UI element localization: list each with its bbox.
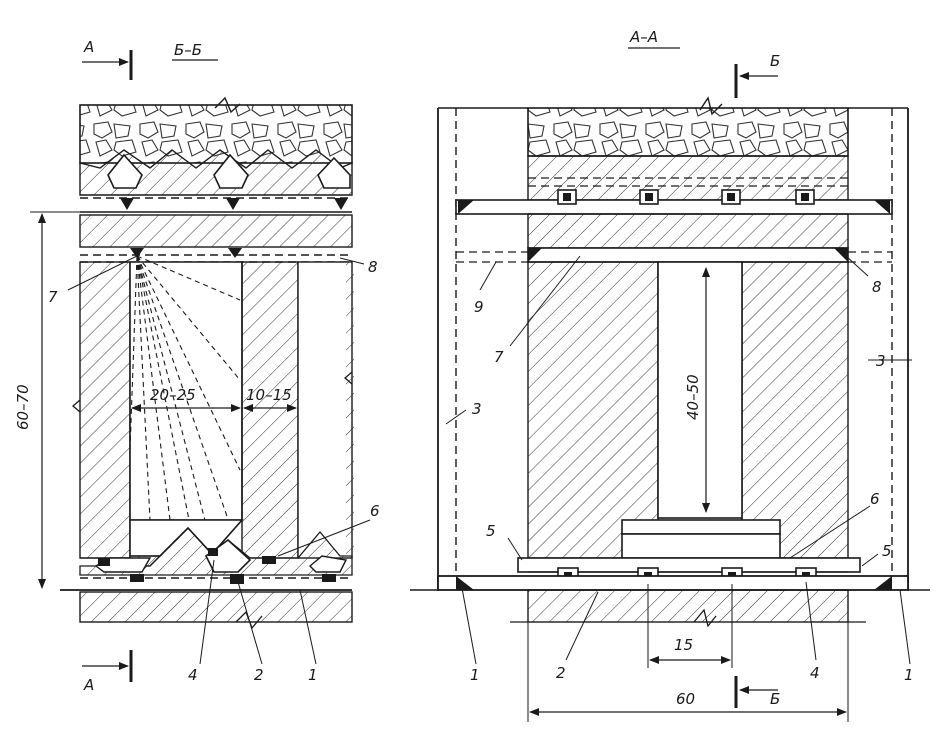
support-block xyxy=(874,200,890,214)
right-section-view: 40–50 15 60 xyxy=(410,28,930,722)
label-6: 6 xyxy=(870,490,880,508)
raise xyxy=(657,261,743,519)
leader-6 xyxy=(789,505,871,559)
rib-pillar-left xyxy=(79,261,131,559)
support-block xyxy=(456,576,474,590)
leader-9 xyxy=(479,261,497,291)
sill-pillar xyxy=(79,591,353,623)
broken-ore-zone xyxy=(527,107,849,157)
raise-base-upper xyxy=(621,519,781,535)
leader-3-left xyxy=(445,409,467,425)
break-mark xyxy=(693,608,717,628)
cut-marker-top: А xyxy=(83,38,94,56)
right-edge-rock xyxy=(346,262,354,558)
support-block xyxy=(458,200,474,214)
leader-8 xyxy=(845,255,869,277)
pillar-left xyxy=(527,261,659,559)
upper-chutes xyxy=(557,189,815,205)
leader-1-right xyxy=(899,589,911,665)
label-5-right: 5 xyxy=(882,542,892,560)
cut-marker-top: Б xyxy=(770,52,780,70)
leader-4 xyxy=(805,581,817,661)
label-9: 9 xyxy=(474,298,484,316)
raise-base xyxy=(621,533,781,559)
left-section-view: А Б–Б А 60–70 20–25 10–15 7 8 6 4 2 1 xyxy=(14,38,380,694)
dim-chamber-label: 20–25 xyxy=(150,386,196,404)
upper-funnel xyxy=(213,153,249,189)
label-3-right: 3 xyxy=(876,352,886,370)
cut-marker-bottom: А xyxy=(83,676,94,694)
upper-funnel xyxy=(317,156,351,189)
break-mark xyxy=(214,96,241,114)
next-chamber xyxy=(297,261,353,559)
leader-2 xyxy=(565,591,599,661)
pillar-right xyxy=(741,261,849,559)
break-mark xyxy=(699,96,723,116)
inter-chamber-pillar xyxy=(241,261,299,559)
dim-width-label: 60 xyxy=(676,690,695,708)
leader-1 xyxy=(299,589,317,665)
break-mark xyxy=(344,371,353,385)
support-block xyxy=(230,574,244,584)
label-8: 8 xyxy=(368,258,378,276)
leader-2 xyxy=(237,581,263,665)
haulage-drift xyxy=(437,575,909,591)
support-block xyxy=(120,198,134,210)
support-block xyxy=(226,198,240,210)
drill-point xyxy=(228,248,242,258)
support-block xyxy=(262,556,276,564)
leader-4 xyxy=(199,559,215,665)
label-5-left: 5 xyxy=(486,522,496,540)
label-1: 1 xyxy=(308,666,318,684)
sill-pillar xyxy=(527,589,849,623)
support-block xyxy=(834,248,848,262)
label-2: 2 xyxy=(254,666,264,684)
dim-spacing-label: 15 xyxy=(674,636,693,654)
cut-marker-bottom: Б xyxy=(770,690,780,708)
drill-point xyxy=(130,248,144,258)
label-4: 4 xyxy=(810,664,820,682)
lower-funnel xyxy=(308,555,348,573)
sublevel-drift xyxy=(527,247,849,263)
leader-5-right xyxy=(861,553,879,567)
leader-8 xyxy=(339,257,365,265)
label-3-left: 3 xyxy=(472,400,482,418)
leader-1-left xyxy=(461,587,477,665)
leader-7 xyxy=(509,255,581,347)
break-mark xyxy=(72,399,81,413)
support-block xyxy=(528,248,542,262)
dim-height-label: 60–70 xyxy=(14,384,32,430)
leader-6 xyxy=(277,519,371,557)
dim-raise-height-label: 40–50 xyxy=(684,374,702,420)
blast-hole-fan xyxy=(129,255,241,541)
leader-7 xyxy=(67,255,138,291)
label-7: 7 xyxy=(494,348,504,366)
label-1-right: 1 xyxy=(904,666,914,684)
label-2: 2 xyxy=(556,664,566,682)
leader-5-left xyxy=(507,537,523,561)
right-view-title: А–А xyxy=(629,28,658,46)
upper-funnel xyxy=(107,153,143,189)
label-7: 7 xyxy=(48,288,58,306)
support-block xyxy=(98,558,110,566)
left-view-title: Б–Б xyxy=(174,41,202,59)
label-6: 6 xyxy=(370,502,380,520)
dim-pillar-label: 10–15 xyxy=(246,386,292,404)
sublevel-pillar xyxy=(527,213,849,249)
label-4: 4 xyxy=(188,666,198,684)
upper-drift xyxy=(455,199,893,215)
support-block xyxy=(208,548,218,556)
support-block xyxy=(874,576,892,590)
label-1-left: 1 xyxy=(470,666,480,684)
sublevel-pillar xyxy=(79,214,353,248)
label-8: 8 xyxy=(872,278,882,296)
support-block xyxy=(334,198,348,210)
